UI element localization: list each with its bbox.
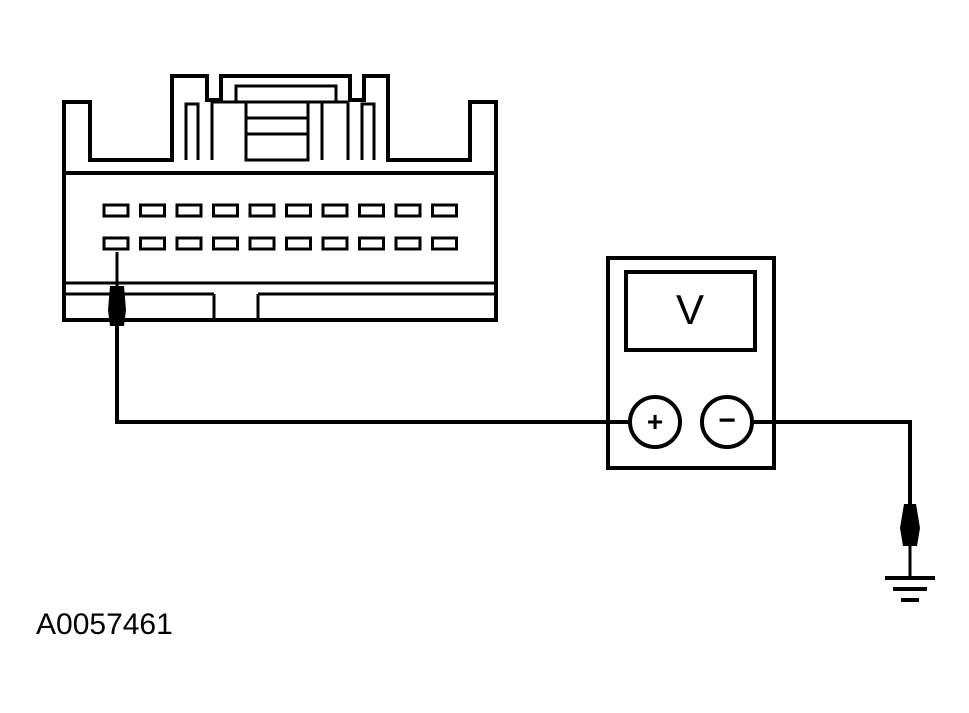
- ground-probe: [900, 504, 920, 578]
- connector-pin: [175, 203, 203, 218]
- connector-pin: [321, 203, 349, 218]
- connector-pins: [102, 203, 458, 251]
- connector-latch-tab: [244, 100, 310, 162]
- connector-pin: [175, 236, 203, 251]
- multimeter: V + −: [606, 256, 776, 470]
- connector: [62, 74, 498, 322]
- connector-pin: [139, 236, 166, 251]
- connector-latch-inner: [210, 84, 350, 160]
- connector-pin: [358, 203, 385, 218]
- connector-latch-frame: [184, 102, 200, 160]
- display-symbol: V: [676, 286, 704, 333]
- connector-keyway: [212, 294, 260, 320]
- ground-symbol: [885, 576, 935, 602]
- connector-pin: [321, 236, 349, 251]
- connector-pin: [102, 236, 130, 251]
- multimeter-display: [624, 270, 757, 352]
- positive-terminal-label: +: [647, 406, 663, 437]
- connector-pin: [248, 236, 276, 251]
- connector-pin: [285, 203, 312, 218]
- connector-pin: [431, 236, 458, 251]
- connector-pin: [394, 236, 422, 251]
- connector-pin: [102, 203, 130, 218]
- connector-pin: [248, 203, 276, 218]
- multimeter-body: [606, 256, 776, 470]
- connector-pin: [285, 236, 312, 251]
- positive-terminal: [628, 395, 682, 449]
- connector-latch-frame-right: [360, 102, 376, 160]
- connector-pin: [212, 203, 239, 218]
- connector-housing-outline: [62, 74, 498, 322]
- figure-id: A0057461: [36, 608, 173, 641]
- connector-pin: [212, 236, 239, 251]
- probe-connector: [108, 252, 126, 422]
- connector-pin: [431, 203, 458, 218]
- probe-body: [108, 286, 126, 326]
- negative-terminal-label: −: [718, 404, 736, 437]
- ground-probe-body: [900, 504, 920, 546]
- wire-positive: [115, 420, 628, 424]
- connector-pin: [139, 203, 166, 218]
- connector-pin: [358, 236, 385, 251]
- wire-negative: [752, 420, 912, 504]
- connector-pin: [394, 203, 422, 218]
